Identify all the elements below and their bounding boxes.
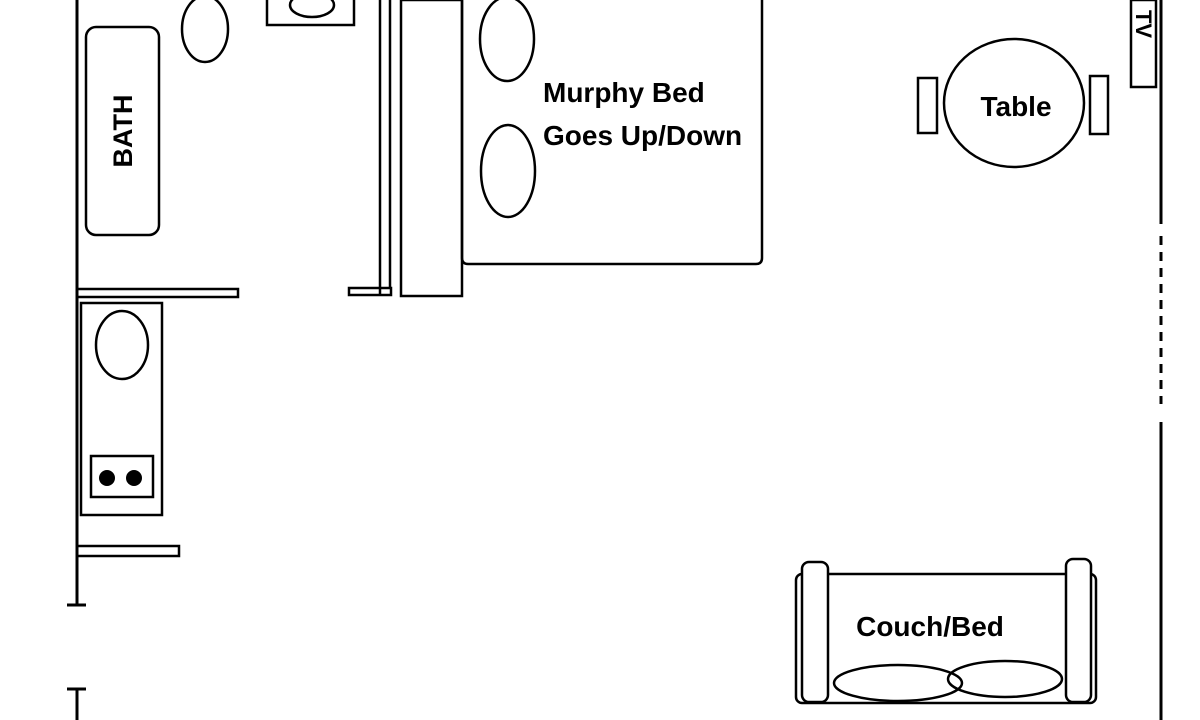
toilet-icon xyxy=(180,0,230,64)
sink-basin-icon xyxy=(288,0,336,19)
tv-stand xyxy=(1129,0,1158,89)
bathtub xyxy=(84,25,161,237)
murphy-bed: Murphy Bed Goes Up/Down xyxy=(460,0,764,266)
walls xyxy=(67,0,1163,720)
couch-arm-right xyxy=(1064,557,1093,704)
sink-cabinet xyxy=(265,0,356,27)
table-label: Table xyxy=(980,91,1051,122)
kitchen-partition-wall xyxy=(75,544,181,558)
murphy-bed-frame xyxy=(460,0,764,266)
murphy-cabinet xyxy=(399,0,464,298)
bath-partition-wall xyxy=(75,287,240,299)
chair-left xyxy=(916,76,939,135)
burner-icon-right xyxy=(126,470,142,486)
couch-cushion-icon-left xyxy=(832,663,964,703)
kitchenette xyxy=(79,301,164,517)
burner-icon-left xyxy=(99,470,115,486)
bathroom: BATH xyxy=(84,0,356,237)
pillow-icon-top xyxy=(478,0,536,83)
couch-bed: Couch/Bed xyxy=(794,557,1098,705)
kitchen-sink-icon xyxy=(94,309,150,381)
bath-label: BATH xyxy=(108,95,138,168)
table xyxy=(942,37,1086,169)
kitchen-counter xyxy=(79,301,164,517)
dining-area: Table xyxy=(916,37,1110,169)
cooktop xyxy=(89,454,155,499)
couch-frame xyxy=(794,572,1098,705)
tv: TV xyxy=(1129,0,1158,89)
chair-right xyxy=(1088,74,1110,136)
pillow-icon-bottom xyxy=(479,123,537,219)
couch-cushion-icon-right xyxy=(946,659,1064,699)
closet-wall-foot xyxy=(347,286,393,297)
couch-arm-left xyxy=(800,560,830,704)
murphy-bed-label-line1: Murphy Bed xyxy=(543,77,705,108)
tv-label: TV xyxy=(1131,10,1156,38)
murphy-bed-label-line2: Goes Up/Down xyxy=(543,120,742,151)
couch-label: Couch/Bed xyxy=(856,611,1004,642)
